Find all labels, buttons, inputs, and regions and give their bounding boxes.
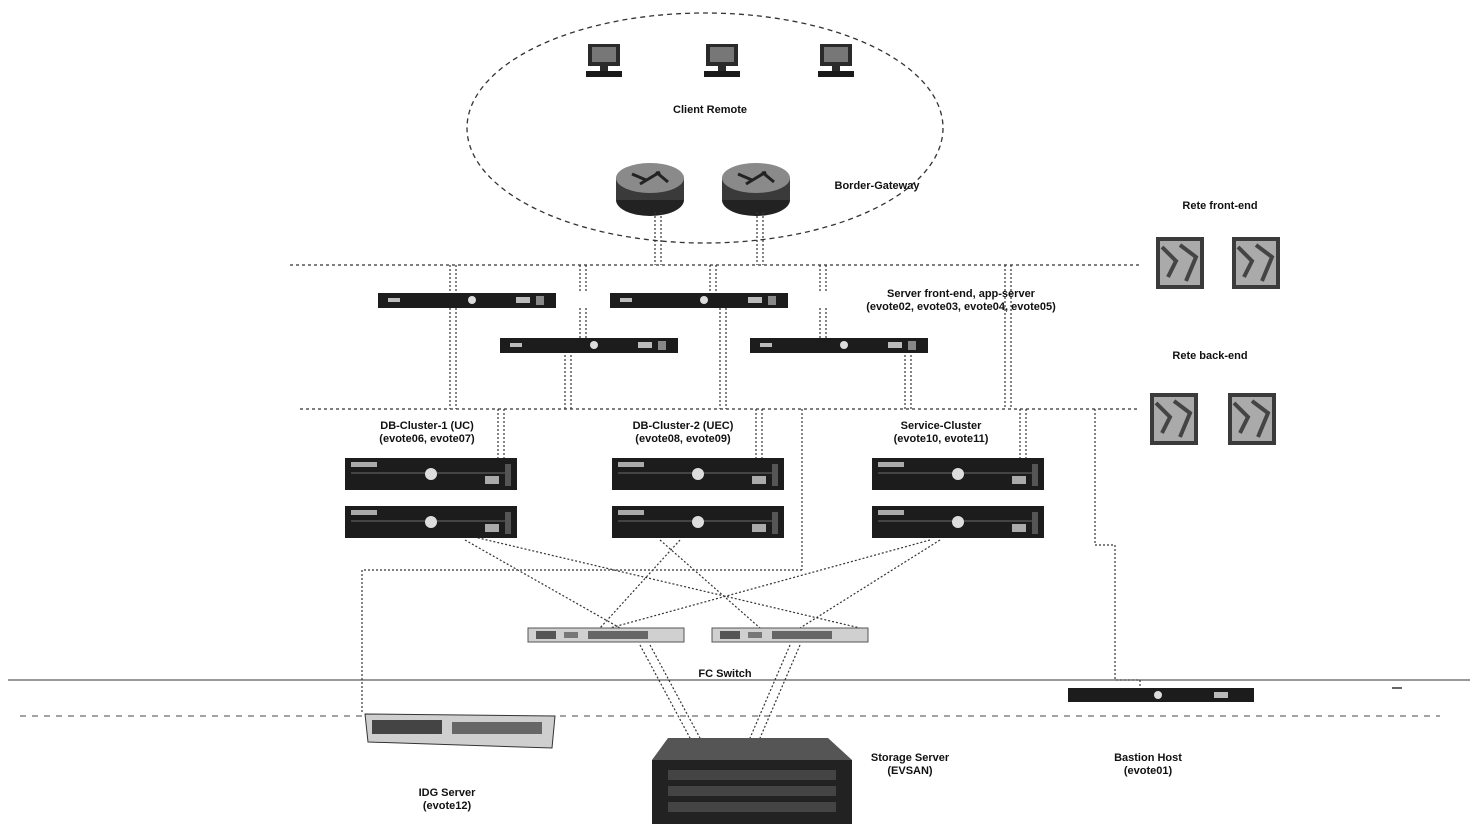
router-icon (720, 161, 792, 218)
rete-back-end-label: Rete back-end (1172, 350, 1248, 362)
fc-switch-icon (527, 627, 685, 643)
client-pc-icon (586, 44, 622, 77)
db-cluster-2-server-icon (612, 506, 784, 538)
db-cluster-1-server-icon (345, 506, 517, 538)
service-cluster-server-icon (872, 458, 1044, 490)
rete-back-end-rack-icon (1226, 391, 1278, 447)
server-front-end-label: Server front-end, app-server (evote02, e… (866, 288, 1056, 313)
fc-switch-icon (711, 627, 869, 643)
client-pc-icon (704, 44, 740, 77)
connection-lines (361, 212, 1141, 739)
client-pc-icon (818, 44, 854, 77)
db-cluster-2-server-icon (612, 458, 784, 490)
service-cluster-server-icon (872, 506, 1044, 538)
rete-front-end-label: Rete front-end (1182, 200, 1258, 212)
idg-server-label: IDG Server (evote12) (418, 787, 476, 812)
db-cluster-1-label: DB-Cluster-1 (UC) (evote06, evote07) (379, 420, 475, 445)
client-remote-zone (466, 12, 944, 244)
front-end-server-icon (500, 338, 678, 353)
client-remote-label: Client Remote (673, 104, 747, 116)
bastion-host-label: Bastion Host (evote01) (1114, 752, 1182, 777)
rete-front-end-rack-icon (1230, 235, 1282, 291)
router-icon (614, 161, 686, 218)
border-gateway-label: Border-Gateway (834, 180, 920, 192)
db-cluster-1-server-icon (345, 458, 517, 490)
storage-server-icon (652, 738, 852, 824)
bastion-host-icon (1068, 688, 1254, 702)
front-end-server-icon (750, 338, 928, 353)
rete-back-end-rack-icon (1148, 391, 1200, 447)
front-end-server-icon (610, 293, 788, 308)
front-end-server-icon (378, 293, 556, 308)
rete-front-end-rack-icon (1154, 235, 1206, 291)
storage-server-label: Storage Server (EVSAN) (870, 752, 950, 777)
fc-switch-label: FC Switch (698, 668, 752, 680)
db-cluster-2-label: DB-Cluster-2 (UEC) (evote08, evote09) (632, 420, 734, 445)
idg-server-icon (364, 713, 556, 749)
service-cluster-label: Service-Cluster (evote10, evote11) (893, 420, 989, 445)
